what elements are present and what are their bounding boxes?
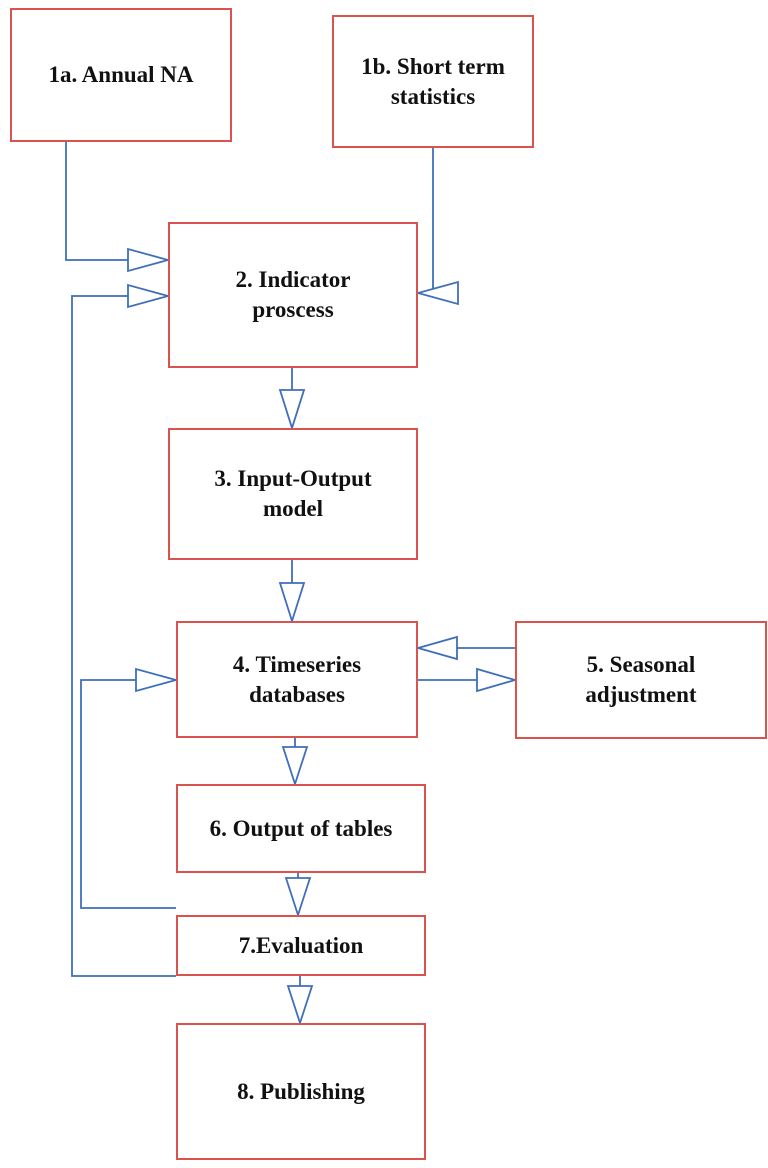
node-input-output-model: 3. Input-Output model [168,428,418,560]
node-timeseries-databases: 4. Timeseries databases [176,621,418,738]
connector-evaluation-to-indicator [71,295,176,977]
arrowhead-indicator-to-io-model [278,389,306,431]
node-indicator-process-label: 2. Indicator proscess [235,267,351,322]
node-annual-na: 1a. Annual NA [10,8,232,142]
arrowhead-timeseries-to-output-tables [281,746,309,787]
node-output-of-tables: 6. Output of tables [176,784,426,873]
connector-annual-na-to-indicator [65,142,128,261]
node-short-term-statistics-label: 1b. Short term statistics [361,53,505,109]
node-output-of-tables-label: 6. Output of tables [209,815,393,841]
node-seasonal-adjustment-label: 5. Seasonal adjustment [585,652,697,707]
arrowhead-evaluation-to-indicator [127,283,172,309]
node-short-term-statistics: 1b. Short term statistics [332,15,534,148]
arrowhead-annual-na-to-indicator [127,247,172,273]
arrowhead-short-term-to-indicator [414,280,459,306]
arrowhead-evaluation-to-timeseries [135,667,180,693]
node-input-output-model-label: 3. Input-Output model [214,466,372,521]
arrowhead-evaluation-to-publishing [286,985,314,1026]
connector-evaluation-to-timeseries [80,679,176,909]
node-annual-na-label: 1a. Annual NA [48,62,194,87]
arrowhead-output-tables-to-evaluation [284,877,312,918]
node-evaluation: 7.Evaluation [176,915,426,976]
node-seasonal-adjustment: 5. Seasonal adjustment [515,621,767,739]
connector-short-term-to-indicator [432,148,458,294]
node-publishing-label: 8. Publishing [237,1078,365,1104]
node-indicator-process: 2. Indicator proscess [168,222,418,368]
arrowhead-timeseries-to-seasonal [476,667,519,693]
arrowhead-io-model-to-timeseries [278,582,306,624]
node-evaluation-label: 7.Evaluation [238,932,364,958]
node-timeseries-databases-label: 4. Timeseries databases [232,651,362,707]
arrowhead-seasonal-to-timeseries [414,635,458,661]
node-publishing: 8. Publishing [176,1023,426,1160]
